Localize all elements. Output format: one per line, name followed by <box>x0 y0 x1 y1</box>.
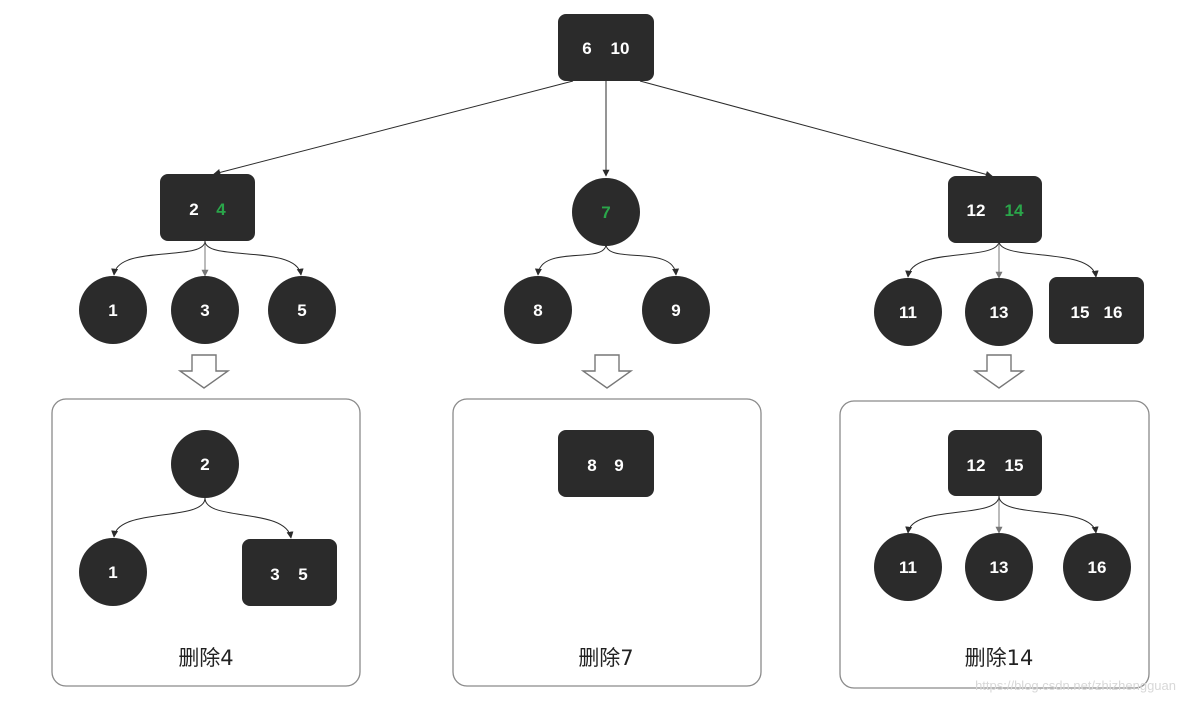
down-arrow-icon <box>972 354 1026 389</box>
result3-child-node: 13 <box>965 533 1033 601</box>
edge-right-to-11 <box>905 240 1000 278</box>
tree-leaf: 1 <box>79 276 147 344</box>
edge-left-to-1 <box>111 240 206 276</box>
tree-leaf: 8 <box>504 276 572 344</box>
node-key: 6 <box>582 39 591 58</box>
watermark: https://blog.csdn.net/zhizhengguan <box>975 678 1176 693</box>
node-key: 9 <box>614 456 623 475</box>
result1-child-node: 1 <box>79 538 147 606</box>
result1-child-node: 3 5 <box>242 539 337 606</box>
down-arrow-icon <box>177 354 231 389</box>
node-key: 15 <box>1071 303 1090 322</box>
node-key: 5 <box>297 301 306 320</box>
result-panel <box>452 398 762 687</box>
node-key: 2 <box>200 455 209 474</box>
node-key-highlighted: 7 <box>601 203 610 222</box>
edge-left-to-5 <box>204 240 304 276</box>
edge-result1-to-3-5 <box>204 497 294 539</box>
result-panel <box>839 400 1150 689</box>
tree-leaf: 11 <box>874 278 942 346</box>
node-key: 16 <box>1104 303 1123 322</box>
tree-node-right: 12 14 <box>948 176 1042 243</box>
node-key: 3 <box>270 565 279 584</box>
node-key: 15 <box>1005 456 1024 475</box>
node-key: 9 <box>671 301 680 320</box>
result2-merged-node: 8 9 <box>558 430 654 497</box>
panel-title: 删除7 <box>578 646 633 670</box>
node-key: 1 <box>108 301 117 320</box>
node-key: 11 <box>899 303 917 322</box>
tree-leaf: 5 <box>268 276 336 344</box>
node-key: 12 <box>967 456 986 475</box>
node-key: 3 <box>200 301 209 320</box>
edge-result3-to-11 <box>905 495 1000 534</box>
node-key-highlighted: 14 <box>1005 201 1024 220</box>
result3-child-node: 11 <box>874 533 942 601</box>
node-key-highlighted: 4 <box>216 200 226 219</box>
node-key: 13 <box>990 558 1009 577</box>
result1-parent-node: 2 <box>171 430 239 498</box>
tree-node-left: 2 4 <box>160 174 255 241</box>
tree-node-root: 6 10 <box>558 14 654 81</box>
node-key: 11 <box>899 558 917 577</box>
panel-title: 删除14 <box>965 646 1034 670</box>
edge-result3-to-16 <box>998 495 1099 534</box>
node-key: 8 <box>587 456 596 475</box>
tree-leaf: 13 <box>965 278 1033 346</box>
node-key: 10 <box>611 39 630 58</box>
tree-leaf: 3 <box>171 276 239 344</box>
tree-leaf: 9 <box>642 276 710 344</box>
edge-right-to-15-16 <box>998 240 1099 278</box>
node-key: 2 <box>189 200 198 219</box>
edge-root-to-right <box>639 80 993 178</box>
edge-root-to-left <box>213 80 574 176</box>
tree-leaf: 15 16 <box>1049 277 1144 344</box>
edge-middle-to-8 <box>534 243 607 276</box>
result3-parent-node: 12 15 <box>948 430 1042 496</box>
edge-result1-to-1 <box>111 497 206 538</box>
edge-middle-to-9 <box>605 243 680 276</box>
down-arrow-icon <box>580 354 634 389</box>
tree-node-middle: 7 <box>572 178 640 246</box>
panel-title: 删除4 <box>178 646 233 670</box>
node-key: 12 <box>967 201 986 220</box>
node-key: 5 <box>298 565 307 584</box>
node-key: 8 <box>533 301 542 320</box>
result-panel <box>51 398 361 687</box>
node-key: 13 <box>990 303 1009 322</box>
node-key: 16 <box>1088 558 1107 577</box>
result3-child-node: 16 <box>1063 533 1131 601</box>
node-key: 1 <box>108 563 117 582</box>
